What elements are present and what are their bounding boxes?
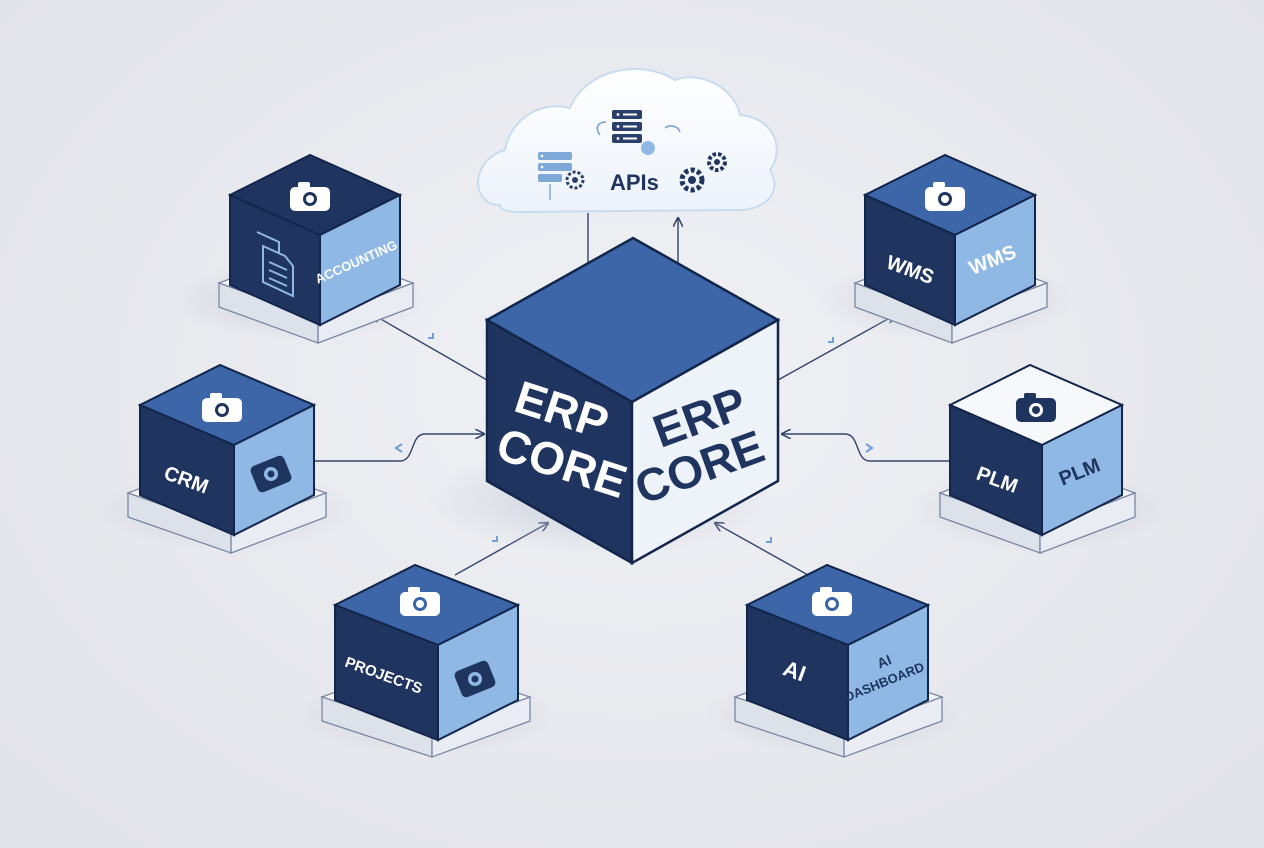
document-icon — [256, 231, 294, 298]
camera-icon — [400, 587, 440, 616]
accounting-module: ACCOUNTING — [170, 153, 430, 344]
ai-module: AI AI DASHBOARD — [705, 563, 965, 758]
crm-side-camera-icon — [250, 455, 292, 493]
plm-connector — [782, 434, 950, 462]
server-rack-icon — [612, 110, 642, 143]
camera-icon — [1016, 393, 1056, 422]
wms-module: WMS WMS — [815, 153, 1075, 344]
crm-module: CRM — [95, 363, 355, 554]
flow-arrow-icon — [664, 125, 681, 133]
gears-icon — [679, 152, 727, 193]
projects-module: PROJECTS — [295, 563, 555, 758]
apis-label: APIs — [610, 170, 659, 195]
camera-icon — [812, 587, 852, 616]
api-cloud: APIs — [477, 68, 778, 214]
api-badge-icon — [641, 141, 655, 155]
flow-arrow-icon — [596, 121, 607, 136]
erp-core-cube: ERP CORE ERP CORE — [425, 236, 781, 566]
camera-icon — [290, 182, 330, 211]
camera-icon — [925, 182, 965, 211]
camera-icon — [202, 393, 242, 422]
server-gear-icon — [538, 152, 585, 200]
projects-side-camera-icon — [454, 660, 496, 698]
crm-connector — [315, 434, 484, 462]
plm-module: PLM PLM — [910, 363, 1170, 554]
ai-side-label-line1: AI — [875, 651, 894, 671]
